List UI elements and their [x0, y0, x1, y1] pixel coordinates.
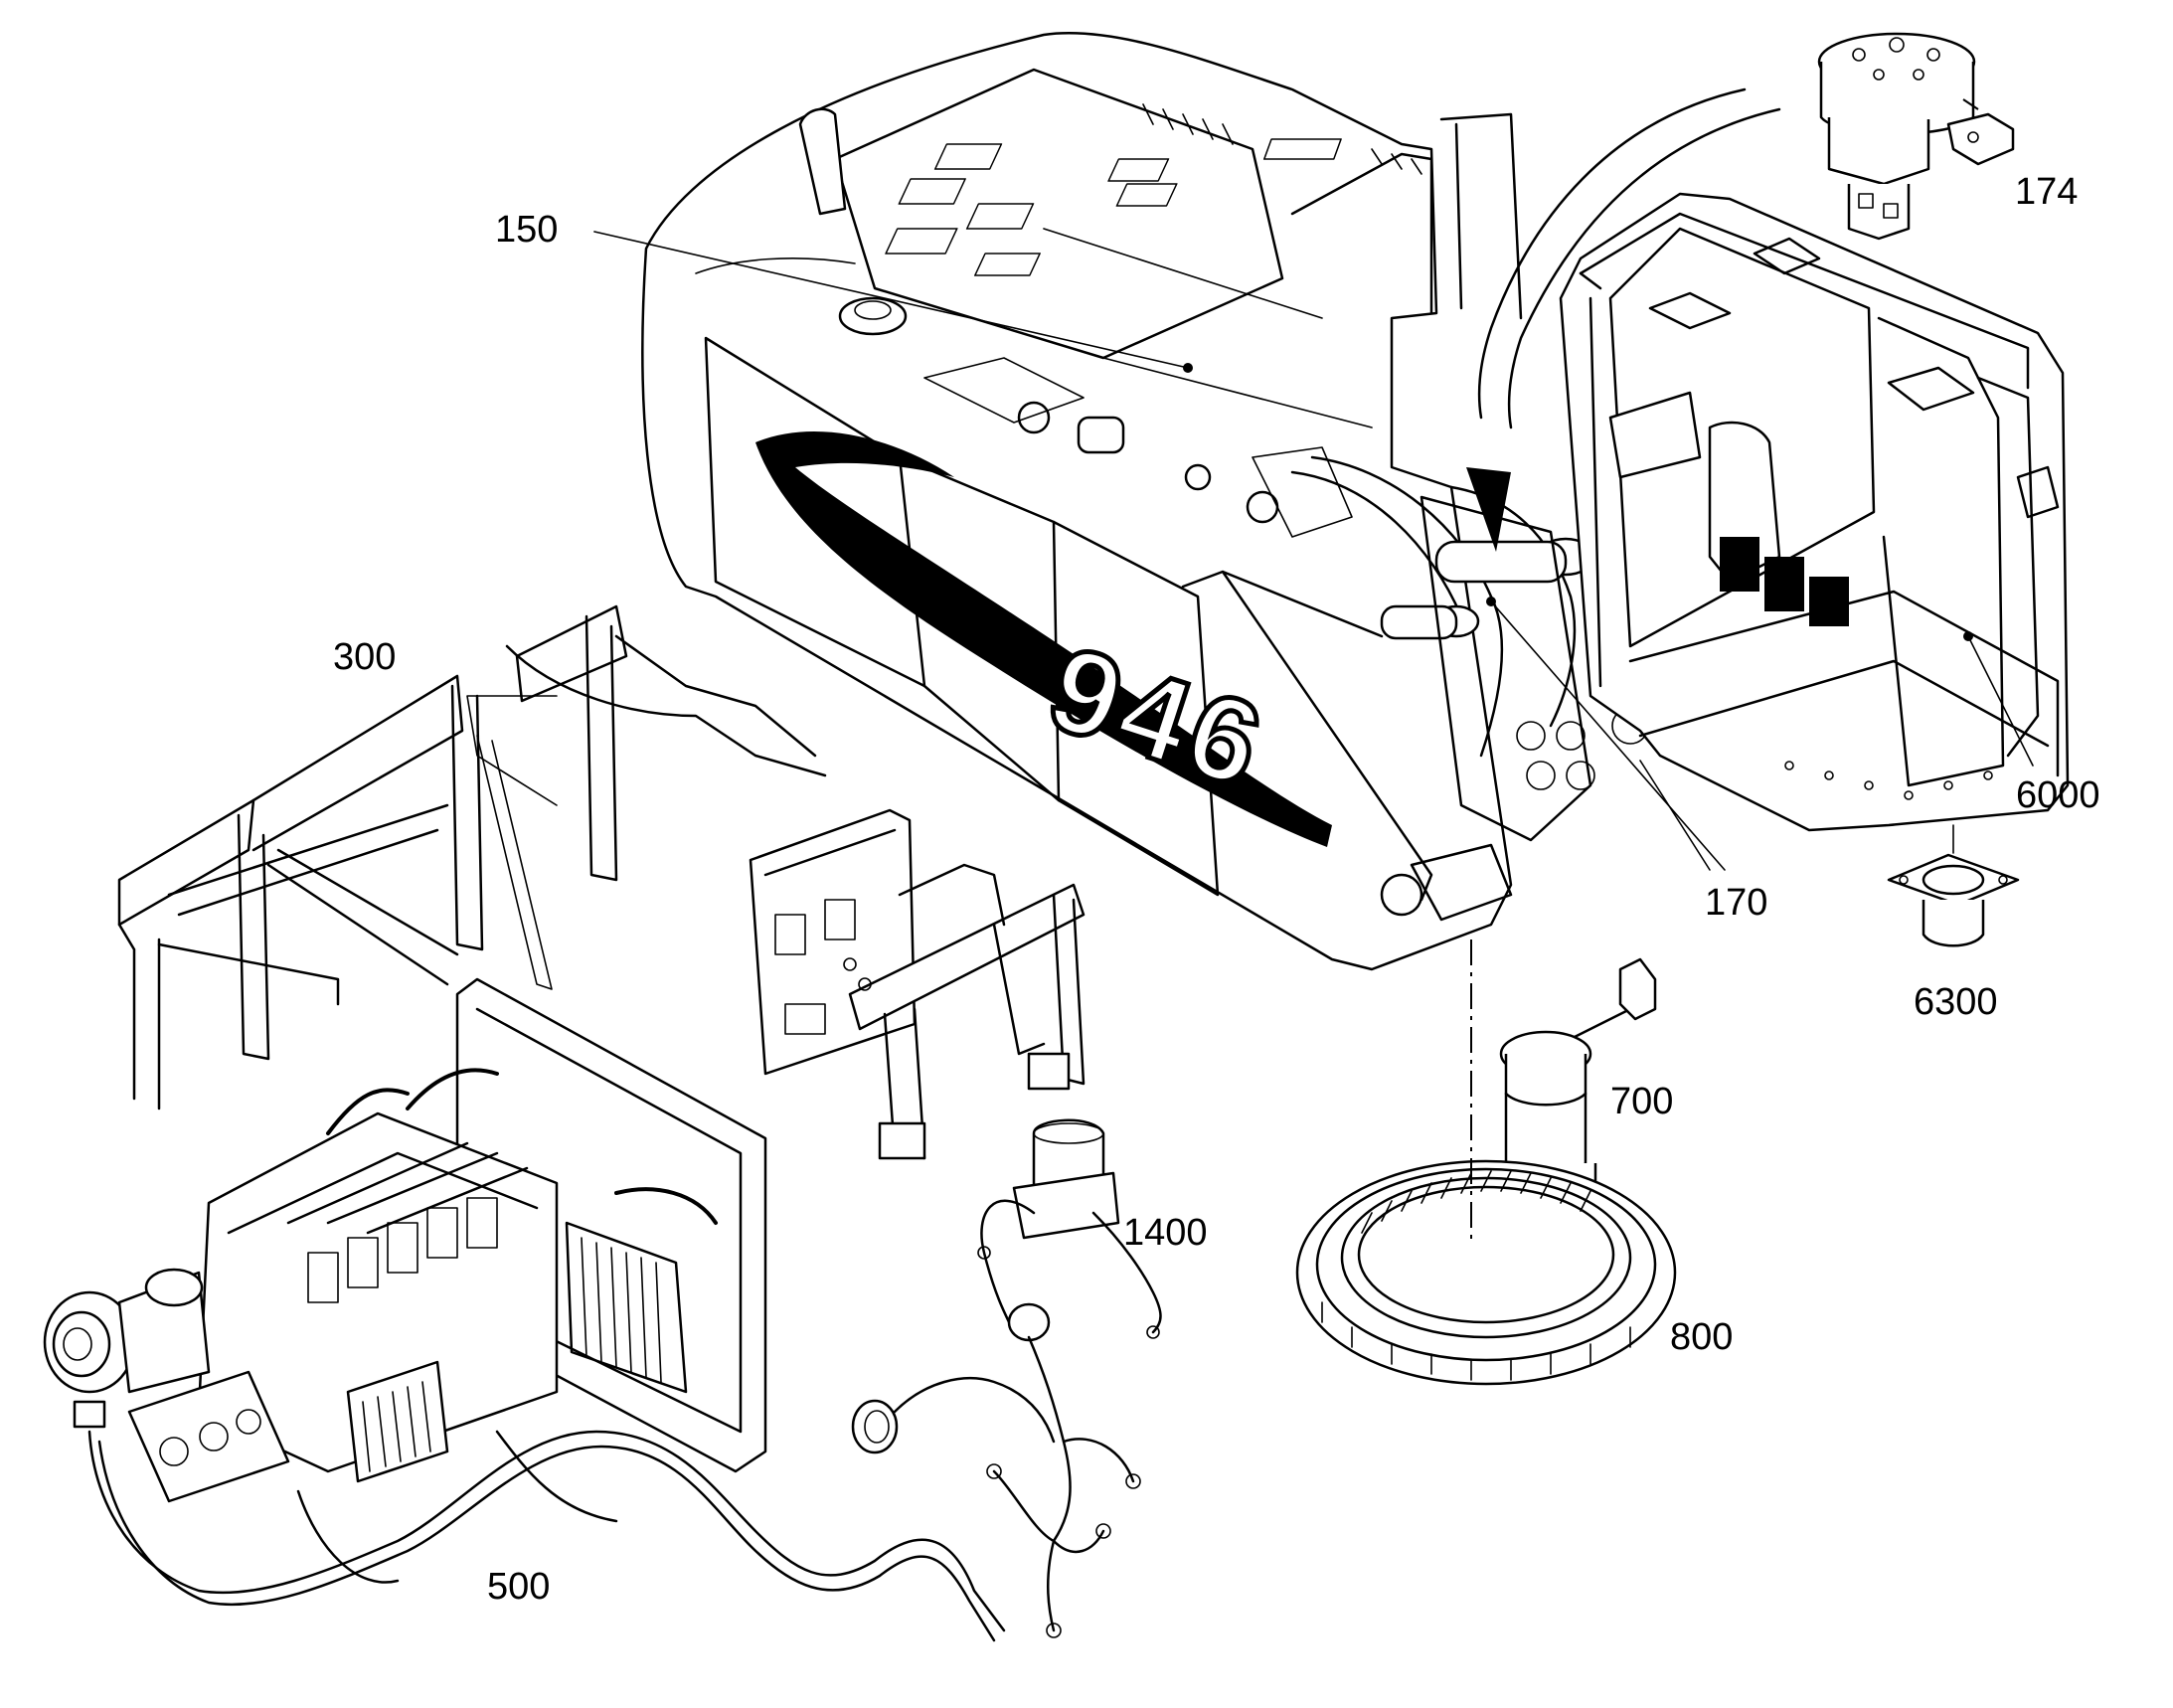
engine-assembly: [43, 977, 1006, 1642]
part-label-174: 174: [2015, 171, 2078, 213]
part-label-500: 500: [487, 1566, 550, 1608]
part-label-6000: 6000: [2016, 774, 2100, 816]
swing-ring-bearing: [1295, 1159, 1677, 1386]
rotary-joint-part: [1817, 32, 2015, 241]
part-labels: 150 174 300 170 6000 6300 700 1400 800 5…: [333, 171, 2100, 1608]
part-label-150: 150: [495, 209, 558, 251]
operator-cab: [1559, 192, 2070, 832]
assembly-arrow: [1477, 87, 1747, 420]
part-label-170: 170: [1705, 882, 1767, 924]
assembly-arrow-inner: [1507, 107, 1781, 429]
wiring-harness: [851, 1118, 1162, 1638]
upperstructure-assembly: 946: [641, 32, 1685, 971]
part-label-6300: 6300: [1914, 981, 1998, 1023]
leader-lines: [593, 231, 2034, 871]
part-label-700: 700: [1610, 1081, 1673, 1122]
cab-mount-part: [1887, 853, 2020, 947]
part-label-800: 800: [1670, 1316, 1733, 1358]
part-label-300: 300: [333, 636, 396, 678]
frame-structure: [117, 604, 1086, 1160]
part-label-1400: 1400: [1123, 1212, 1208, 1254]
